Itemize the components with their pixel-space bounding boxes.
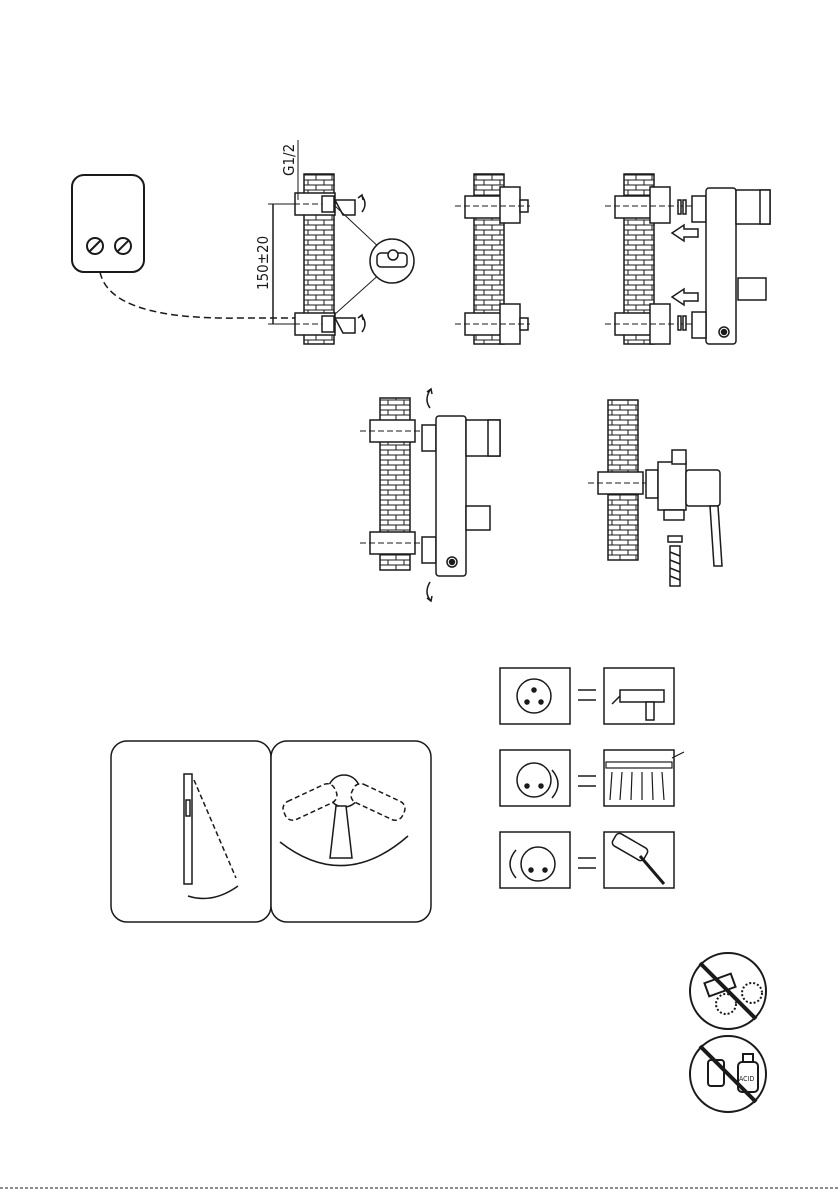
wall-step4 (360, 389, 500, 601)
wall-step3 (605, 174, 770, 344)
no-abrasive-icon (690, 953, 766, 1029)
spacing-label: 150±20 (254, 236, 272, 290)
wall-step2 (455, 174, 530, 344)
no-acid-icon (690, 1036, 766, 1112)
acid-label: ACID (739, 1075, 754, 1083)
thread-label: G1/2 (280, 144, 298, 176)
wall-step5 (588, 400, 722, 586)
diverter-mode-hand (500, 832, 674, 888)
diverter-mode-rain (500, 750, 674, 806)
tape-icon (370, 239, 414, 283)
handle-range-panel (111, 741, 431, 922)
